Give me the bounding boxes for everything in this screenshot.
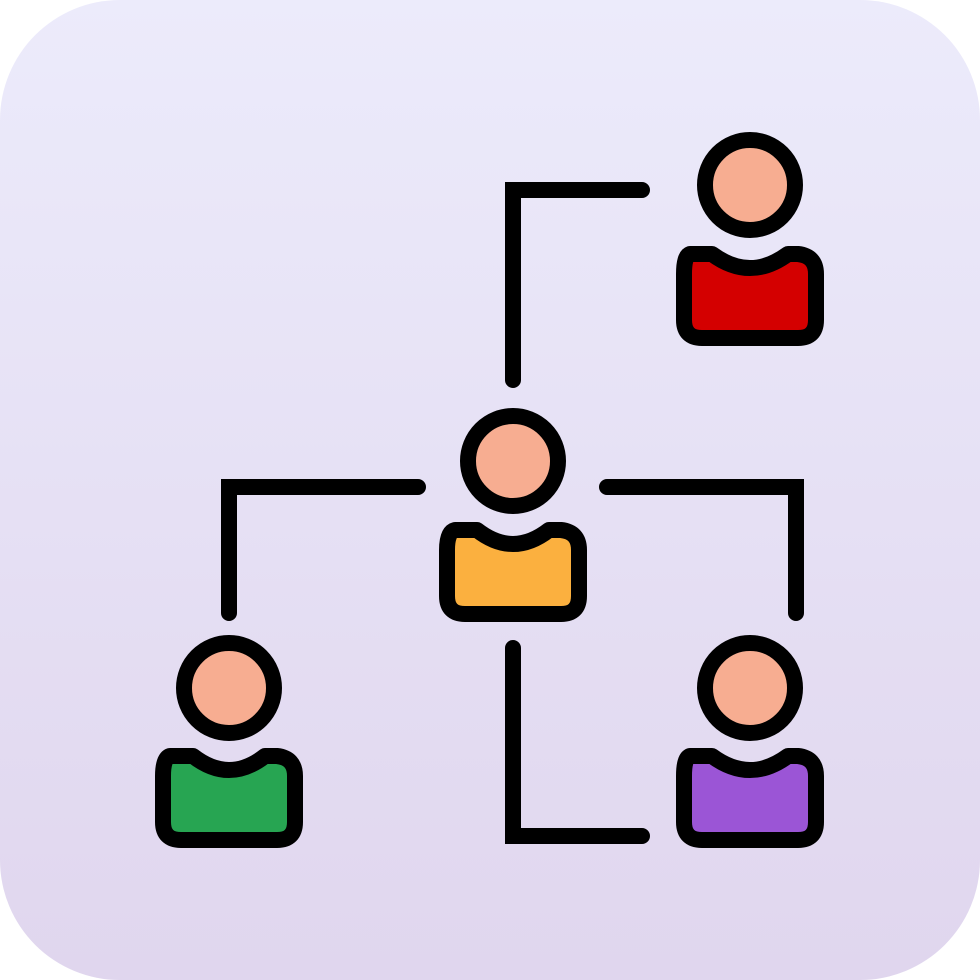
person-center-body (439, 522, 587, 622)
person-center-head (460, 408, 566, 514)
connector-center-to-bottom-right (599, 479, 804, 621)
person-bottom-left-body (155, 748, 303, 848)
person-top-right (676, 132, 824, 346)
person-bottom-left-head (176, 635, 282, 741)
person-bottom-right-body (676, 748, 824, 848)
connector-center-to-top-right (505, 182, 650, 388)
person-top-right-head (697, 132, 803, 238)
person-center (439, 408, 587, 622)
person-top-right-body (676, 246, 824, 346)
person-bottom-right-head (697, 635, 803, 741)
connector-center-to-bottom-left (221, 479, 426, 621)
connector-center-to-bottom (505, 640, 650, 844)
person-bottom-left (155, 635, 303, 848)
person-bottom-right (676, 635, 824, 848)
